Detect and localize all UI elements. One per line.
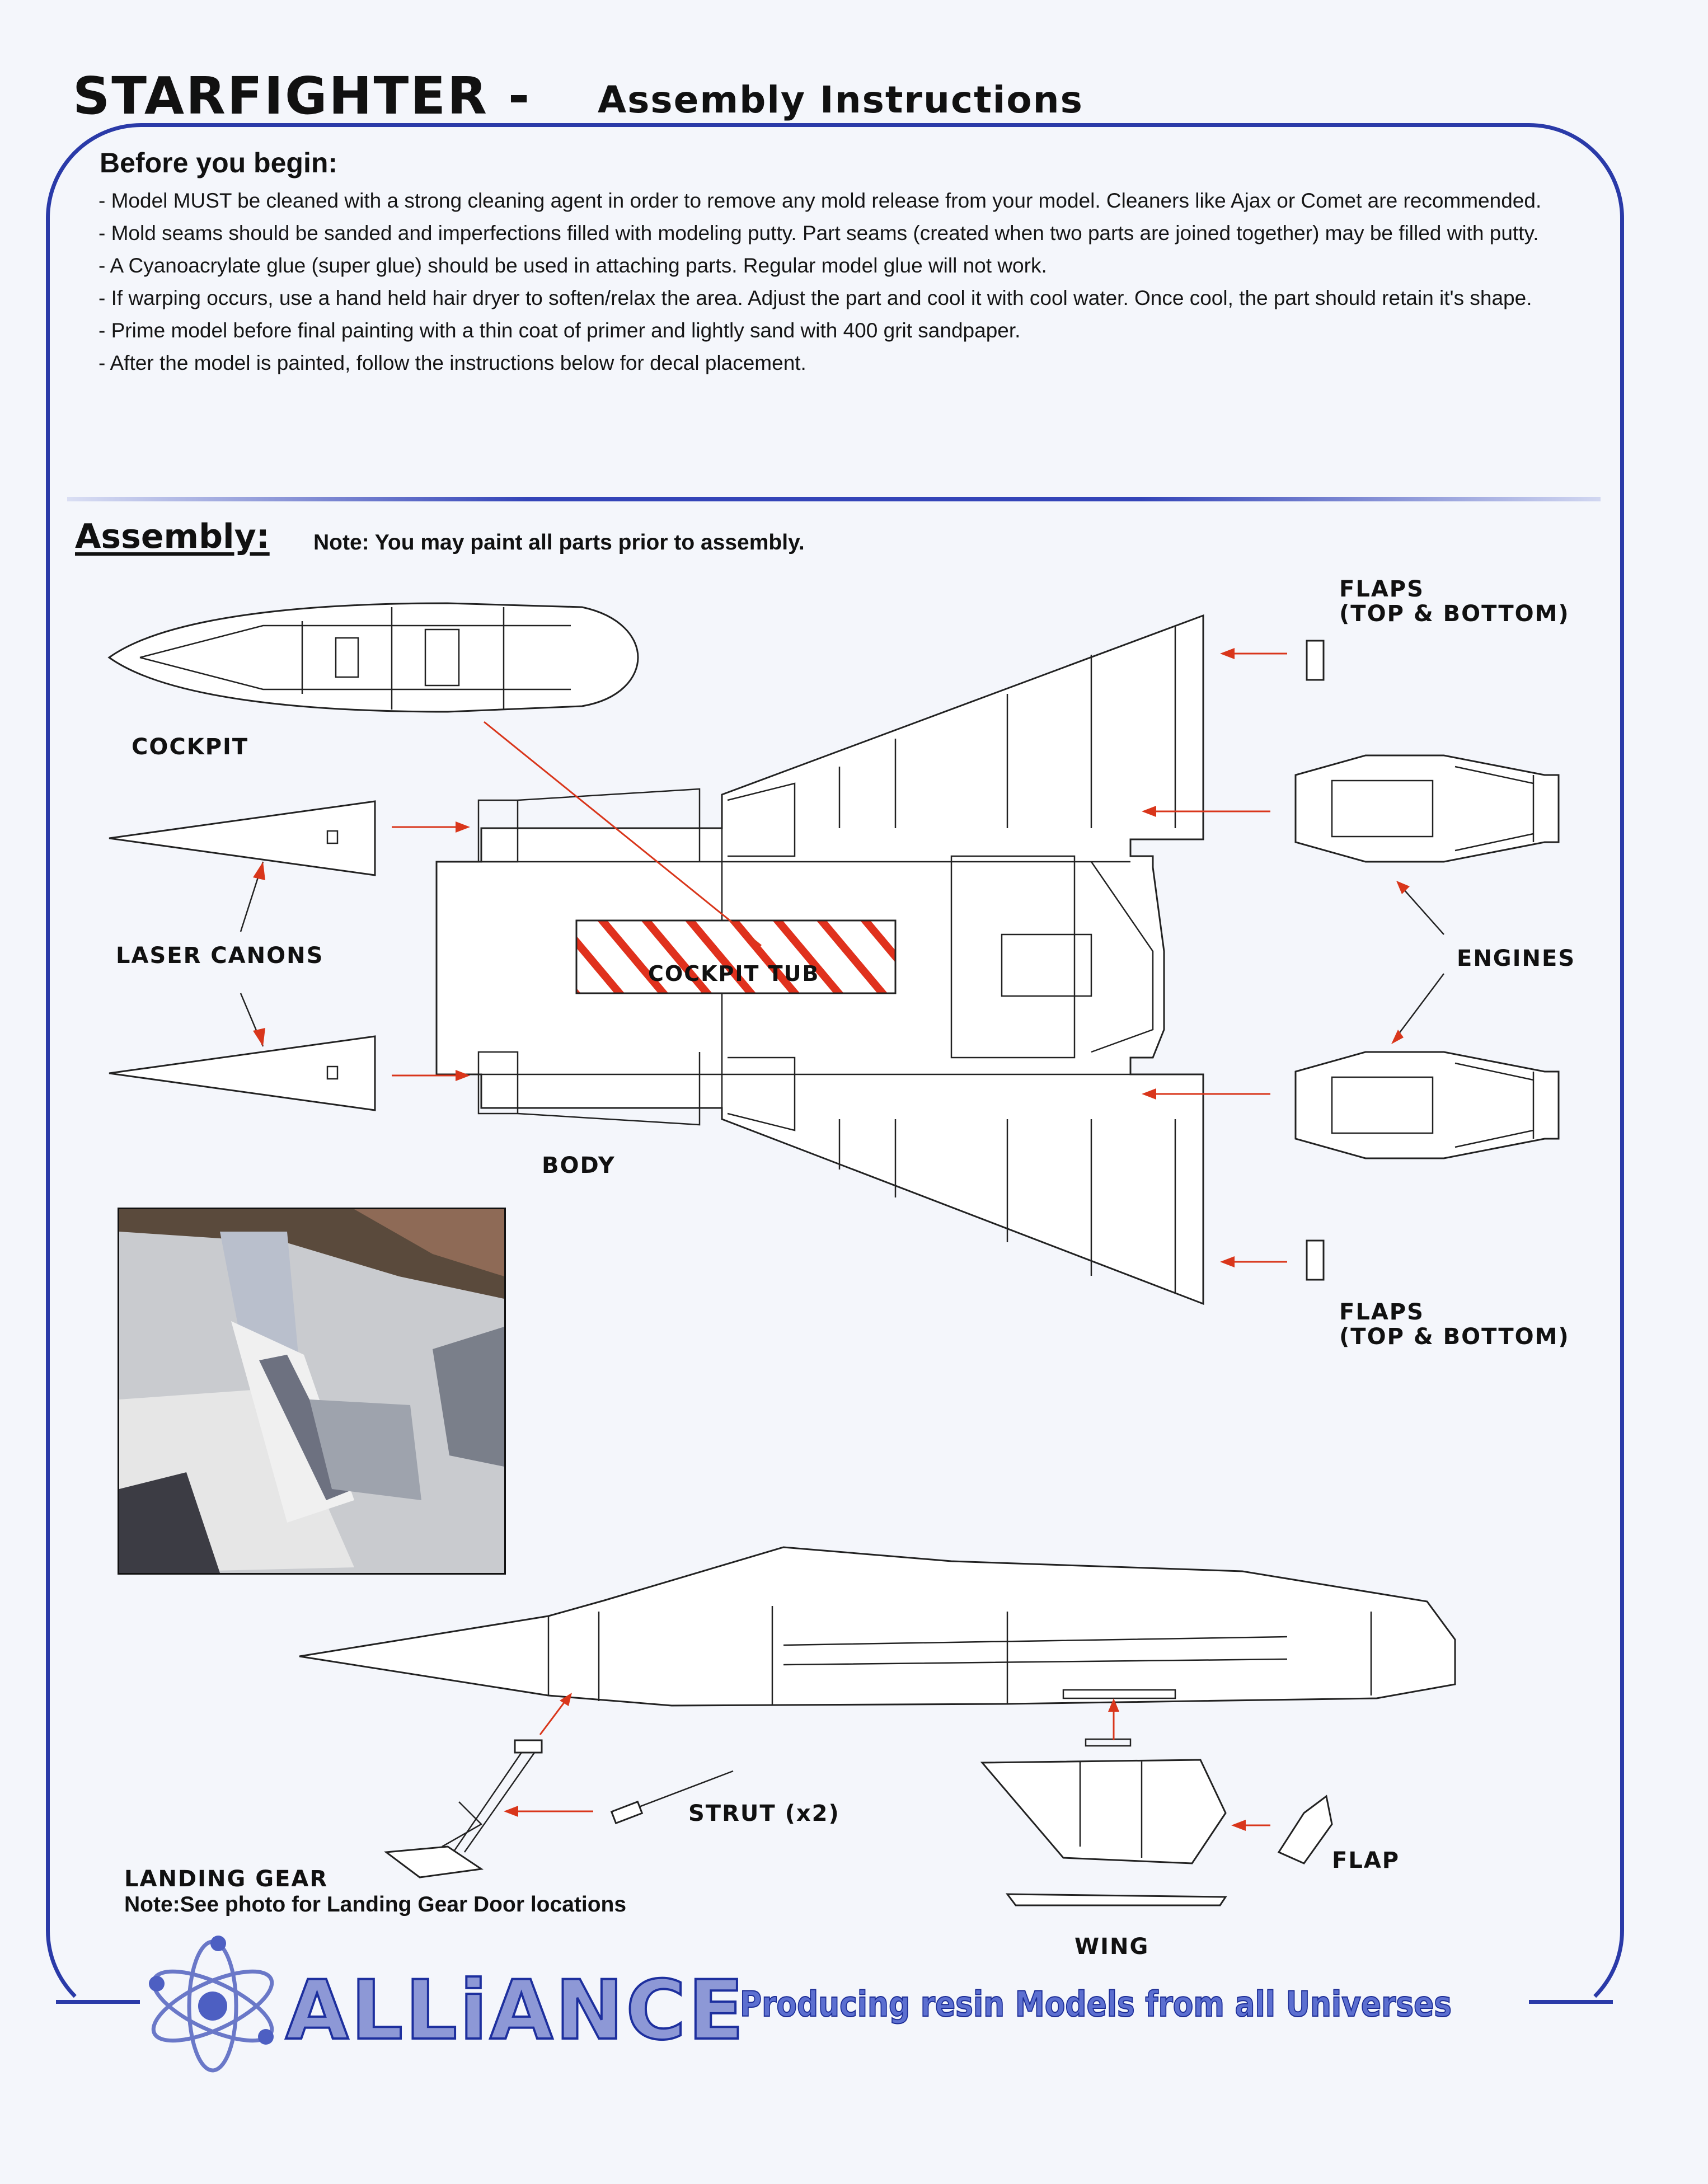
prep-item: - If warping occurs, use a hand held hai… <box>98 286 1532 309</box>
engine-part-bottom <box>1294 1051 1560 1159</box>
page-title: STARFIGHTER - <box>73 66 532 126</box>
prep-item: - After the model is painted, follow the… <box>98 351 806 374</box>
body-part <box>435 614 1204 1305</box>
frame-edge-left <box>56 2000 140 2004</box>
content-frame <box>46 123 1624 2026</box>
label-strut: STRUT (x2) <box>688 1801 840 1826</box>
label-flaps-bottom-sub: (TOP & BOTTOM) <box>1339 1324 1570 1350</box>
alliance-logo: ALLiANCE <box>284 1962 747 2059</box>
label-body: BODY <box>542 1153 616 1178</box>
label-cockpit-tub: COCKPIT TUB <box>648 961 820 986</box>
landing-gear-note: Note:See photo for Landing Gear Door loc… <box>124 1892 627 1917</box>
prep-item: - A Cyanoacrylate glue (super glue) shou… <box>98 254 1047 277</box>
laser-canon-part <box>109 800 376 876</box>
engine-part-top <box>1294 754 1560 863</box>
atom-logo-icon <box>149 1936 274 2073</box>
label-flaps-top: FLAPS <box>1339 576 1424 602</box>
label-flap: FLAP <box>1332 1848 1400 1873</box>
flap-part-top <box>1306 640 1325 681</box>
landing-gear-part <box>383 1739 543 1878</box>
label-cockpit: COCKPIT <box>132 734 249 760</box>
wing-part <box>980 1738 1227 1906</box>
section-divider <box>67 497 1601 501</box>
side-view-ship <box>299 1546 1456 1707</box>
prep-heading: Before you begin: <box>100 147 338 179</box>
small-flap-part <box>1277 1795 1333 1864</box>
frame-edge-right <box>1529 2000 1613 2004</box>
landing-gear-photo <box>118 1208 506 1575</box>
label-wing: WING <box>1074 1934 1149 1960</box>
label-flaps-top-sub: (TOP & BOTTOM) <box>1339 601 1570 627</box>
cockpit-part <box>107 602 639 713</box>
prep-item: - Model MUST be cleaned with a strong cl… <box>98 189 1542 212</box>
prep-list: - Model MUST be cleaned with a strong cl… <box>98 185 1576 379</box>
tagline: Producing resin Models from all Universe… <box>739 1983 1452 2025</box>
prep-item: - Prime model before final painting with… <box>98 319 1021 342</box>
strut-part <box>610 1770 734 1825</box>
assembly-note: Note: You may paint all parts prior to a… <box>313 530 805 555</box>
prep-item: - Mold seams should be sanded and imperf… <box>98 222 1539 245</box>
assembly-heading: Assembly: <box>75 517 270 556</box>
flap-part-bottom <box>1306 1239 1325 1281</box>
label-landing-gear: LANDING GEAR <box>124 1866 329 1892</box>
label-engines: ENGINES <box>1457 946 1576 971</box>
laser-canon-part <box>109 1035 376 1111</box>
label-flaps-bottom: FLAPS <box>1339 1299 1424 1325</box>
page-subtitle: Assembly Instructions <box>598 78 1083 121</box>
label-laser-canons: LASER CANONS <box>116 943 324 969</box>
